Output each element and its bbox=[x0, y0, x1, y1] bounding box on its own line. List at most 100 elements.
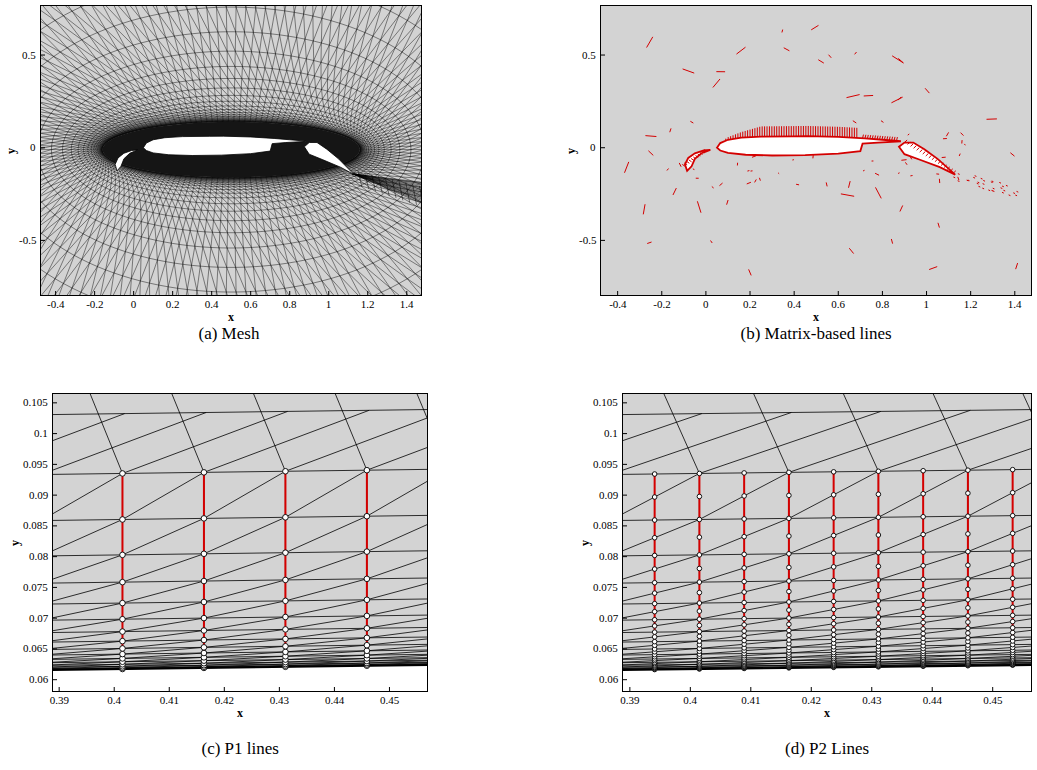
dof-node bbox=[697, 634, 702, 639]
wall-surface bbox=[52, 663, 428, 671]
dof-node bbox=[652, 495, 657, 500]
tick-label: 0.39 bbox=[50, 694, 69, 707]
dof-node bbox=[697, 609, 702, 614]
dof-node bbox=[921, 598, 926, 603]
tick-mark bbox=[224, 687, 225, 692]
tick-label: 0 bbox=[703, 298, 709, 311]
dof-node bbox=[283, 614, 289, 620]
dof-node bbox=[652, 591, 657, 596]
dof-node bbox=[921, 588, 926, 593]
dof-node bbox=[697, 629, 702, 634]
tick-mark bbox=[705, 291, 706, 296]
dof-node bbox=[652, 518, 657, 523]
dof-node bbox=[1010, 467, 1015, 472]
tick-label: 0.105 bbox=[593, 396, 618, 409]
tick-mark bbox=[334, 687, 335, 692]
axis-label: y bbox=[5, 147, 19, 153]
dof-node bbox=[742, 634, 747, 639]
dof-node bbox=[201, 628, 207, 634]
dof-node bbox=[697, 601, 702, 606]
dof-node bbox=[120, 646, 126, 652]
dof-node bbox=[921, 532, 926, 537]
dof-node bbox=[921, 577, 926, 582]
plot-frame bbox=[41, 6, 422, 296]
dof-node bbox=[876, 469, 881, 474]
tick-mark bbox=[750, 291, 751, 296]
matrix-line-segments bbox=[625, 25, 1019, 275]
tick-mark bbox=[629, 687, 630, 692]
dof-node bbox=[921, 606, 926, 611]
dof-node bbox=[876, 515, 881, 520]
dof-node bbox=[966, 577, 971, 582]
dof-node bbox=[966, 514, 971, 519]
tick-mark bbox=[289, 291, 290, 296]
dof-node bbox=[831, 533, 836, 538]
dof-node bbox=[876, 615, 881, 620]
dof-node bbox=[966, 626, 971, 631]
tick-mark bbox=[52, 495, 57, 496]
tick-label: 0.085 bbox=[593, 519, 618, 532]
dof-node bbox=[697, 553, 702, 558]
dof-node bbox=[1010, 630, 1015, 635]
tick-label: 1.4 bbox=[1008, 298, 1022, 311]
dof-node bbox=[283, 598, 289, 604]
dof-node bbox=[787, 551, 792, 556]
dof-node bbox=[921, 620, 926, 625]
dof-node bbox=[966, 549, 971, 554]
dof-node bbox=[201, 516, 207, 522]
tick-mark bbox=[622, 618, 627, 619]
dof-node bbox=[966, 597, 971, 602]
tick-label: 1 bbox=[924, 298, 930, 311]
dof-node bbox=[652, 472, 657, 477]
tick-mark bbox=[52, 556, 57, 557]
dof-node bbox=[1010, 605, 1015, 610]
airfoil-element bbox=[143, 136, 305, 155]
matrix-line-hatch bbox=[682, 126, 956, 173]
tick-label: 0.45 bbox=[983, 694, 1002, 707]
dof-node bbox=[697, 590, 702, 595]
dof-node bbox=[831, 628, 836, 633]
dof-node bbox=[831, 565, 836, 570]
tick-mark bbox=[622, 648, 627, 649]
dof-node bbox=[831, 516, 836, 521]
dof-node bbox=[742, 517, 747, 522]
tick-label: 0.6 bbox=[831, 298, 845, 311]
dof-node bbox=[1010, 531, 1015, 536]
tick-label: 0.105 bbox=[23, 396, 48, 409]
tick-mark bbox=[622, 679, 627, 680]
tick-label: -0.5 bbox=[19, 234, 36, 247]
tick-mark bbox=[926, 291, 927, 296]
tick-mark bbox=[52, 648, 57, 649]
tick-mark bbox=[328, 291, 329, 296]
tick-mark bbox=[617, 291, 618, 296]
tick-mark bbox=[992, 687, 993, 692]
dof-node bbox=[120, 600, 126, 606]
dof-node bbox=[876, 627, 881, 632]
dof-node bbox=[283, 643, 289, 649]
dof-node bbox=[1010, 490, 1015, 495]
dof-node bbox=[652, 567, 657, 572]
dof-node bbox=[966, 606, 971, 611]
dof-node bbox=[966, 587, 971, 592]
tick-mark bbox=[622, 402, 627, 403]
dof-node bbox=[364, 626, 370, 632]
mesh-edges bbox=[622, 393, 1032, 671]
axis-label: x bbox=[813, 311, 819, 325]
tick-label: 0.06 bbox=[29, 673, 48, 686]
dof-node bbox=[787, 633, 792, 638]
tick-label: 0.44 bbox=[325, 694, 344, 707]
dof-node bbox=[652, 635, 657, 640]
dof-node bbox=[742, 638, 747, 643]
tick-label: 0.4 bbox=[787, 298, 801, 311]
dof-node bbox=[966, 614, 971, 619]
dof-node bbox=[364, 576, 370, 582]
tick-mark bbox=[52, 525, 57, 526]
tick-label: 0.075 bbox=[593, 581, 618, 594]
dof-node bbox=[120, 517, 126, 523]
tick-mark bbox=[871, 687, 872, 692]
tick-label: 0.8 bbox=[283, 298, 297, 311]
dof-node bbox=[831, 599, 836, 604]
dof-node bbox=[364, 467, 370, 473]
plot-area bbox=[600, 5, 1032, 296]
dof-node bbox=[831, 578, 836, 583]
